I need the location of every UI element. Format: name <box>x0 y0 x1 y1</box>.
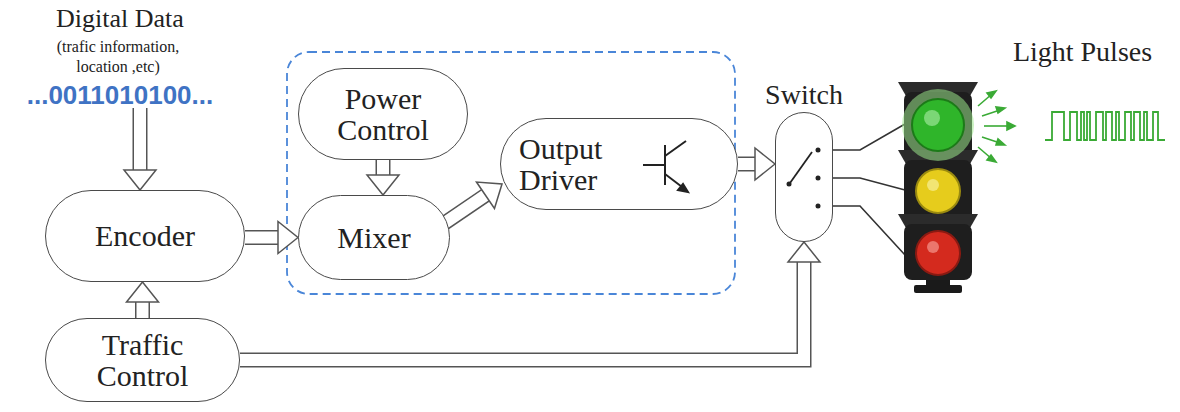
output-title: Light Pulses <box>990 36 1175 68</box>
pulse-waveform <box>1045 112 1165 140</box>
arrow-head <box>755 148 775 180</box>
traffic-control-box: Traffic Control <box>45 318 240 402</box>
arrow-shaft-outline <box>738 157 756 172</box>
arrow-shaft-fill <box>137 301 149 318</box>
arrow-shaft-fill <box>738 158 756 170</box>
block-arrow <box>738 148 775 180</box>
node-text: Power Control <box>318 83 448 146</box>
block-arrow <box>367 160 399 195</box>
data-arrow <box>124 107 156 190</box>
arrow-shaft-fill <box>444 195 486 224</box>
light-rays <box>978 91 1015 162</box>
encoder-box: Encoder <box>45 190 245 282</box>
block-arrow <box>444 182 502 223</box>
arrow-head <box>476 182 502 208</box>
node-text: Output Driver <box>519 133 637 196</box>
output-driver-box: Output Driver <box>500 118 738 210</box>
mixer-box: Mixer <box>298 195 450 280</box>
arrow-head <box>788 242 820 262</box>
arrow-shaft-outline <box>245 230 279 245</box>
power-control-box: Power Control <box>298 68 468 160</box>
arrow-shaft-fill <box>377 160 389 176</box>
bit-stream: ...0011010100... <box>14 80 226 110</box>
traffic-light <box>898 82 978 293</box>
input-note: (trafic information, location ,etc) <box>30 37 206 77</box>
node-text: Traffic Control <box>78 329 208 392</box>
input-title: Digital Data <box>20 4 220 34</box>
block-arrow <box>127 282 159 318</box>
arrow-shaft-outline <box>135 301 150 318</box>
arrow-shaft-outline <box>376 160 391 176</box>
node-text: Encoder <box>95 220 195 252</box>
node-text: Switch <box>765 80 843 109</box>
arrow-head <box>367 175 399 195</box>
block-arrow <box>245 222 298 254</box>
switch-box: Switch <box>775 112 833 242</box>
arrow-shaft-outline <box>444 195 486 224</box>
arrow-head <box>127 282 159 302</box>
arrow-shaft-fill <box>245 232 279 244</box>
arrow-head <box>278 222 298 254</box>
node-text: Mixer <box>337 222 410 254</box>
